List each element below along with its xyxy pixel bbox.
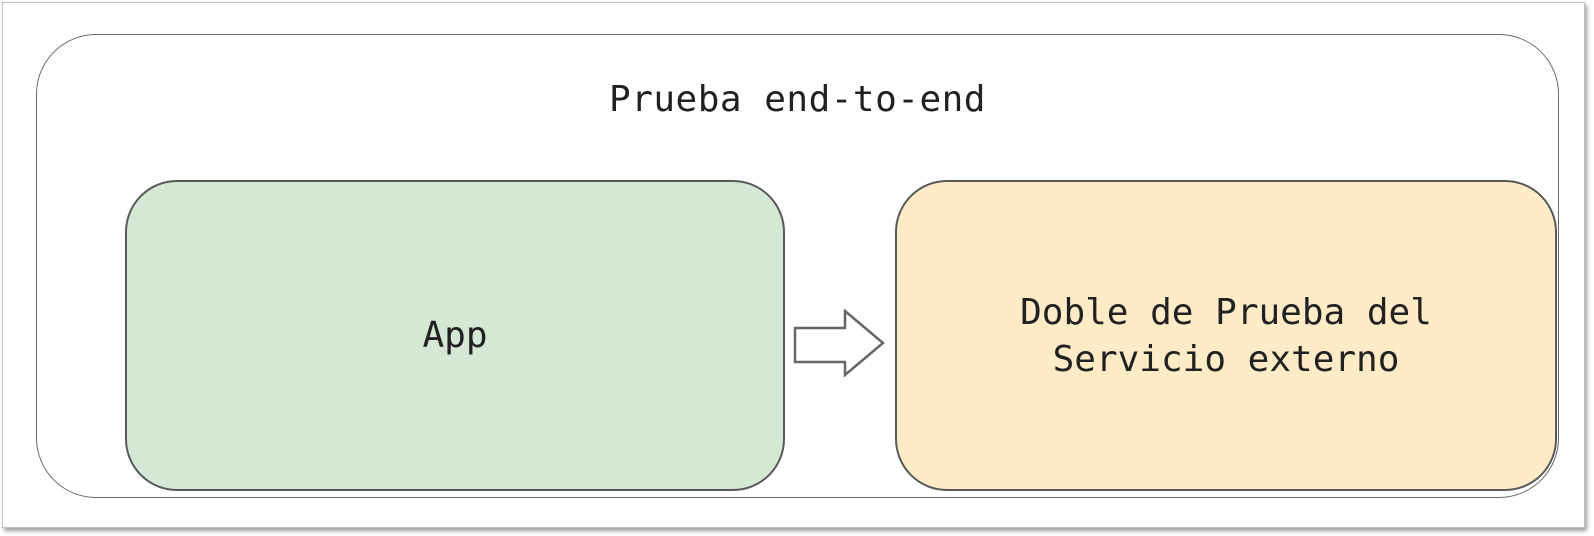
e2e-test-boundary: Prueba end-to-end App Doble de Prueba de… xyxy=(36,34,1559,498)
diagram-title: Prueba end-to-end xyxy=(609,79,986,120)
node-double-label-line1: Doble de Prueba del xyxy=(1020,291,1432,333)
screenshot-frame: Prueba end-to-end App Doble de Prueba de… xyxy=(2,2,1585,528)
node-external-service-test-double: Doble de Prueba del Servicio externo xyxy=(895,180,1557,491)
node-double-label-line2: Servicio externo xyxy=(1052,338,1400,380)
node-app-label: App xyxy=(422,315,488,356)
right-block-arrow-icon xyxy=(793,309,885,377)
node-app: App xyxy=(125,180,785,491)
